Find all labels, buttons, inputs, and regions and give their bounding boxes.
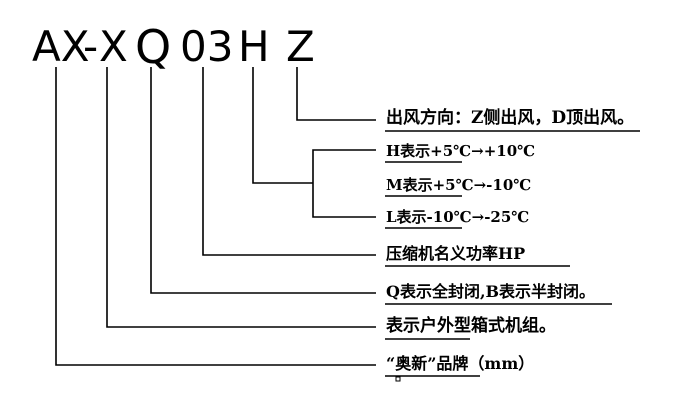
label-compressor-type: Q表示全封闭,B表示半封闭。 <box>386 282 596 301</box>
code-ax: AX <box>32 22 90 71</box>
label-temp-m: M表示+5℃→-10℃ <box>386 176 532 194</box>
code-03: 03 <box>180 22 234 71</box>
label-brand: “奥新”品牌（mm） <box>386 354 535 373</box>
connector-z <box>296 67 376 121</box>
connector-ax <box>55 67 376 366</box>
code-x: X <box>99 22 128 71</box>
label-temp-l: L表示-10℃→-25℃ <box>386 208 530 226</box>
label-temp-h: H表示+5℃→+10℃ <box>386 142 536 160</box>
connector-q <box>150 67 376 294</box>
code-q: Q <box>135 20 172 74</box>
label-compressor-power: 压缩机名义功率HP <box>386 244 526 263</box>
connector-h <box>252 67 313 184</box>
code-h: H <box>238 22 270 71</box>
label-outlet-direction: 出风方向：Z侧出风，D顶出风。 <box>386 108 635 128</box>
code-z: Z <box>286 22 315 71</box>
temp-bracket <box>312 149 376 218</box>
connector-x <box>106 67 376 328</box>
label-unit-type: 表示户外型箱式机组。 <box>386 316 556 336</box>
small-marker <box>395 376 401 382</box>
connector-03 <box>202 67 376 256</box>
code-dash: - <box>83 22 99 71</box>
